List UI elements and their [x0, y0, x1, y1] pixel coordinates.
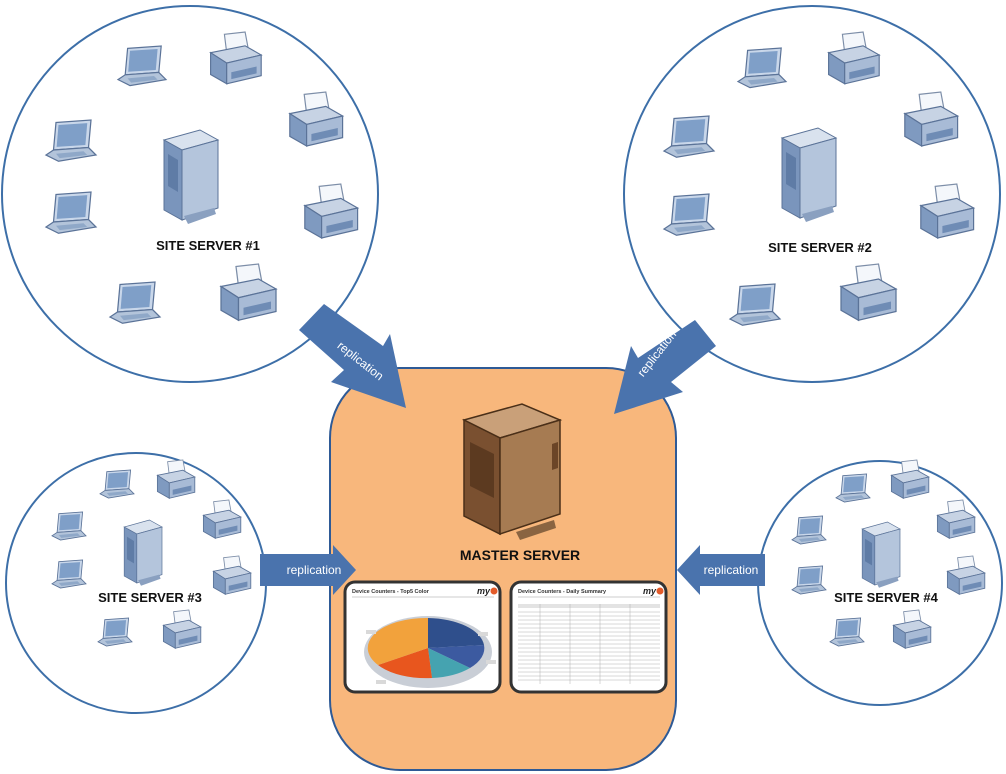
report-1-title: Device Counters - Top5 Color: [352, 589, 430, 595]
replication-arrow-1: [299, 304, 406, 408]
site-3-server-icon: [123, 519, 163, 587]
site-2-label: SITE SERVER #2: [768, 240, 872, 255]
pie-slice: [378, 648, 432, 679]
pie-slice: [428, 648, 470, 678]
replication-arrow-4: [677, 545, 765, 595]
replication-label-4: replication: [704, 563, 759, 577]
pie-slice: [428, 618, 484, 648]
table-lines: [518, 604, 660, 684]
master-label: MASTER SERVER: [460, 547, 580, 563]
report-1-brand: my: [477, 586, 491, 596]
replication-arrow-3: [260, 545, 356, 595]
report-2-brand: my: [643, 586, 657, 596]
brand-logo-icon: [656, 587, 664, 595]
site-1-label: SITE SERVER #1: [156, 238, 260, 253]
report-thumbnail-pie: Device Counters - Top5 Color my: [343, 580, 502, 694]
pie-slice: [428, 645, 485, 668]
report-thumbnail-table: Device Counters - Daily Summary my: [509, 580, 668, 694]
site-1-server-icon: [163, 129, 219, 225]
replication-arrow-2: [614, 320, 716, 414]
master-server-icon: [461, 403, 563, 540]
site-3-label: SITE SERVER #3: [98, 590, 202, 605]
site-4-label: SITE SERVER #4: [834, 590, 939, 605]
pie-slice: [367, 617, 428, 665]
site-2-server-icon: [781, 127, 837, 223]
replication-label-3: replication: [287, 563, 342, 577]
report-2-title: Device Counters - Daily Summary: [518, 589, 607, 595]
site-4-server-icon: [861, 521, 901, 589]
brand-logo-icon: [490, 587, 498, 595]
